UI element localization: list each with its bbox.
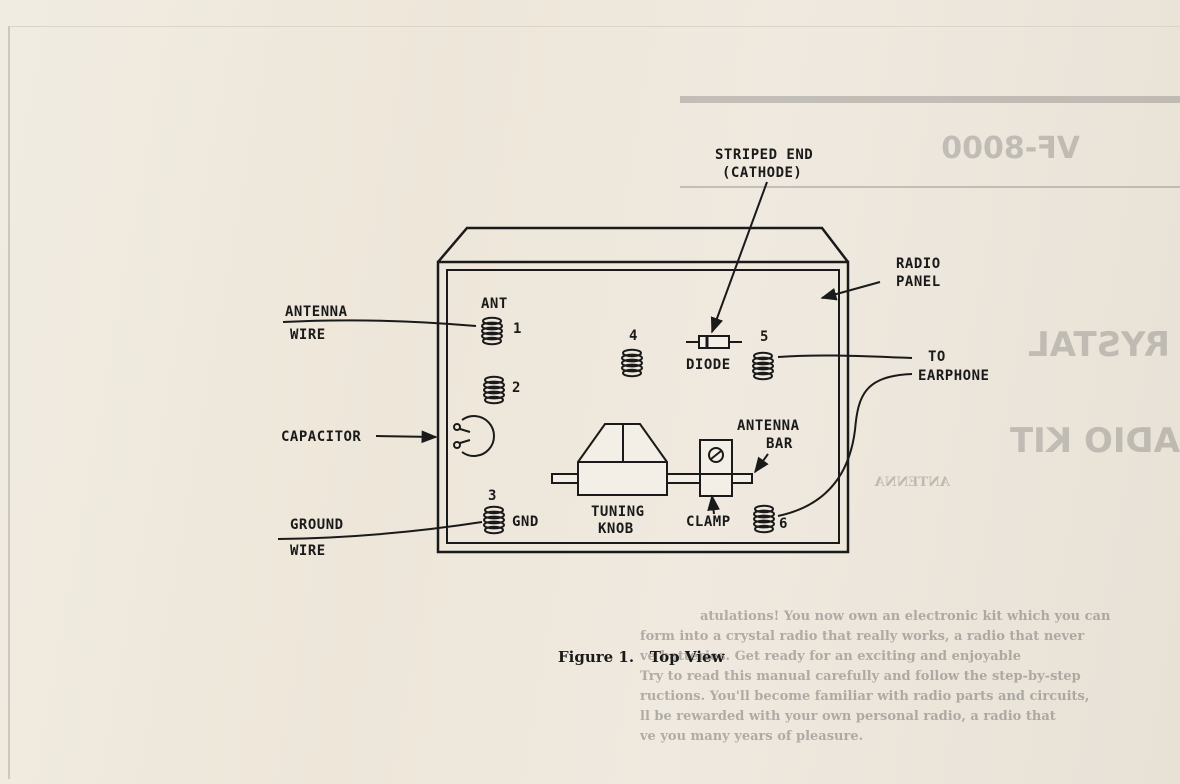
bleed-line-4: Try to read this manual carefully and fo… [640, 669, 1081, 684]
label-knob: KNOB [598, 521, 634, 537]
bleed-line-5: ructions. You'll become familiar with ra… [640, 689, 1089, 704]
label-to: TO [928, 349, 946, 365]
bleed-radio-kit: ADIO KIT [1009, 421, 1180, 461]
page-edge [8, 26, 1180, 779]
label-terminal-5: 5 [760, 329, 769, 345]
bleed-through: VF-8000 RYSTAL ADIO KIT ANTENNA [680, 96, 1180, 490]
capacitor-component [453, 415, 495, 457]
label-panel: PANEL [896, 274, 941, 290]
label-earphone: EARPHONE [918, 368, 989, 384]
bleed-line-7: ve you many years of pleasure. [639, 729, 863, 744]
bleed-rule-2 [680, 186, 1180, 188]
bleed-crystal: RYSTAL [1028, 325, 1170, 365]
label-terminal-4: 4 [629, 328, 638, 344]
bleed-model: VF-8000 [941, 131, 1080, 166]
bleed-line-6: ll be rewarded with your own personal ra… [640, 709, 1056, 724]
terminal-4-spring [621, 348, 643, 378]
label-terminal-2: 2 [512, 380, 521, 396]
bleed-rule [680, 96, 1180, 103]
label-terminal-6: 6 [779, 516, 788, 532]
leader-lines [277, 181, 913, 540]
label-terminal-3: 3 [488, 488, 497, 504]
bleed-line-1: atulations! You now own an electronic ki… [700, 609, 1111, 624]
label-antenna-wire-1: ANTENNA [285, 304, 348, 320]
label-diode: DIODE [686, 357, 731, 373]
clamp-component [699, 439, 733, 497]
label-clamp: CLAMP [686, 514, 731, 530]
label-antenna-bar-1: ANTENNA [737, 418, 800, 434]
label-ground-wire-2: WIRE [290, 543, 326, 559]
terminal-5-spring [752, 351, 774, 381]
terminal-2-spring [483, 375, 505, 405]
bleed-line-3: ve batteries. Get ready for an exciting … [639, 649, 1021, 664]
label-radio: RADIO [896, 256, 941, 272]
label-striped-end: STRIPED END [715, 147, 813, 163]
label-gnd: GND [512, 514, 539, 530]
label-antenna-bar-2: BAR [766, 436, 793, 452]
bleed-antenna: ANTENNA [874, 475, 951, 490]
label-terminal-1: 1 [513, 321, 522, 337]
terminal-6-spring [753, 504, 775, 534]
labels: STRIPED END (CATHODE) RADIO PANEL ANTENN… [281, 147, 989, 559]
bleed-line-2: form into a crystal radio that really wo… [640, 629, 1084, 644]
terminal-1-spring [481, 316, 503, 346]
terminal-3-spring [483, 505, 505, 535]
label-ground-wire-1: GROUND [290, 517, 344, 533]
tuning-knob-component [551, 423, 753, 496]
label-ant: ANT [481, 296, 508, 312]
label-antenna-wire-2: WIRE [290, 327, 326, 343]
radio-cabinet [436, 226, 850, 554]
bleed-paragraph: atulations! You now own an electronic ki… [639, 609, 1111, 744]
label-tuning: TUNING [591, 504, 645, 520]
diode-component [686, 335, 742, 349]
figure-caption: Figure 1. Top View [558, 648, 726, 666]
label-cathode: (CATHODE) [722, 165, 802, 181]
label-capacitor: CAPACITOR [281, 429, 361, 445]
